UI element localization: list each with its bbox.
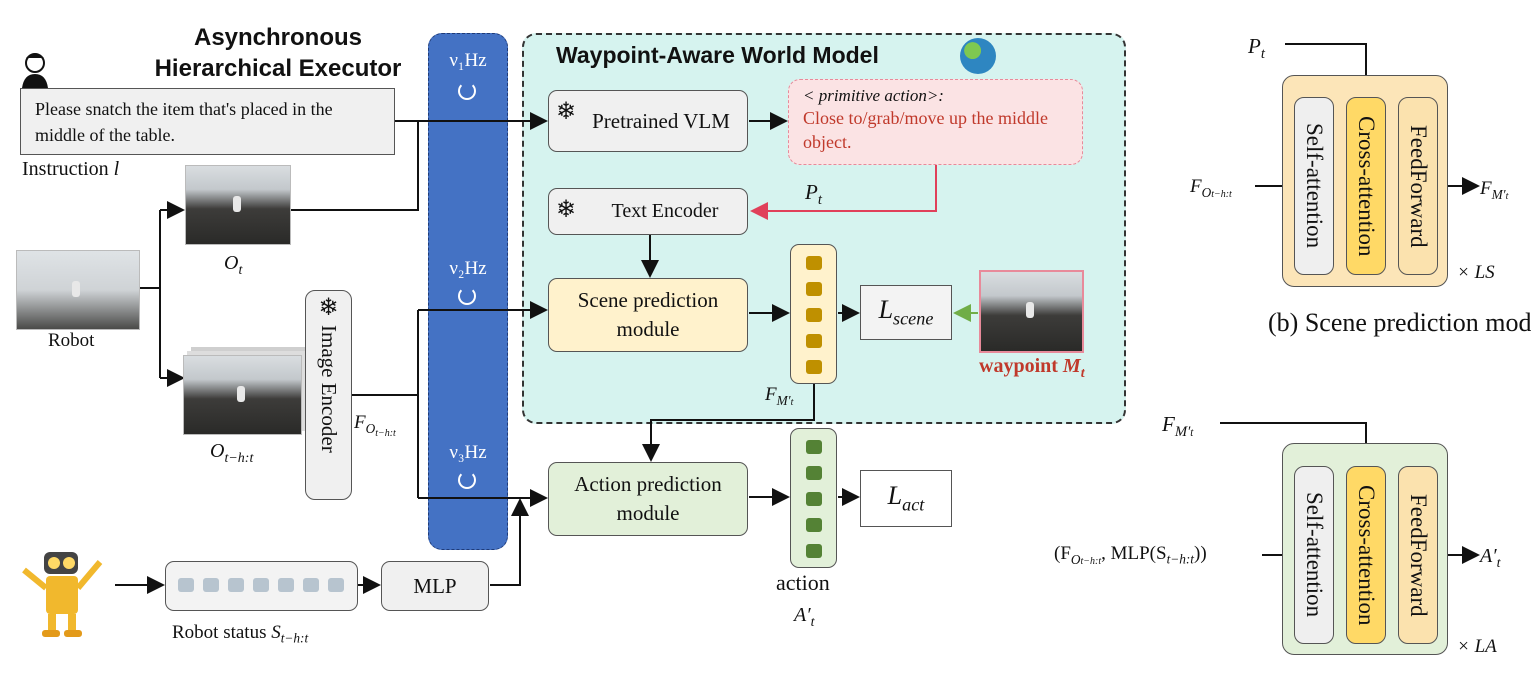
panel-c-self-attention: Self-attention bbox=[1294, 466, 1334, 644]
robot-status-label: Robot status St−h:t bbox=[172, 622, 309, 646]
scene-token bbox=[806, 256, 822, 270]
primitive-action-box: < primitive action>: Close to/grab/move … bbox=[788, 79, 1083, 165]
panel-b-cross-attention: Cross-attention bbox=[1346, 97, 1386, 275]
status-token bbox=[203, 578, 219, 592]
action-token bbox=[806, 466, 822, 480]
snowflake-icon: ❄ bbox=[556, 99, 577, 125]
status-token bbox=[328, 578, 344, 592]
panel-c-repeat: × LA bbox=[1457, 636, 1497, 657]
scene-loss-box: Lscene bbox=[860, 285, 952, 340]
freq-v1-label: ν₁Hz bbox=[449, 50, 487, 71]
waypoint-label: waypoint Mt bbox=[979, 355, 1085, 381]
panel-c-output: A′t bbox=[1480, 545, 1501, 571]
image-encoder-box: ❄ Image Encoder bbox=[305, 290, 352, 500]
scene-token bbox=[806, 334, 822, 348]
world-model-heading: Waypoint-Aware World Model bbox=[556, 42, 879, 68]
vlm-box: Pretrained VLM bbox=[548, 90, 748, 152]
action-prediction-box: Action prediction module bbox=[548, 462, 748, 536]
panel-c-feedforward: FeedForward bbox=[1398, 466, 1438, 644]
panel-b-self-attention: Self-attention bbox=[1294, 97, 1334, 275]
action-loss-box: Lact bbox=[860, 470, 952, 527]
robot-label: Robot bbox=[48, 330, 95, 351]
current-observation-image bbox=[185, 165, 291, 245]
status-token bbox=[278, 578, 294, 592]
primitive-action-text: Close to/grab/move up the middle object. bbox=[803, 108, 1048, 152]
freq-v3-label: ν₃Hz bbox=[449, 442, 487, 463]
panel-b-repeat: × LS bbox=[1457, 262, 1495, 283]
current-observation-label: Ot bbox=[224, 252, 243, 278]
history-observation-images bbox=[183, 355, 302, 435]
panel-b-output: FM′t bbox=[1480, 178, 1509, 202]
loop-icon bbox=[458, 471, 476, 489]
instruction-caption: Instruction l bbox=[22, 158, 120, 180]
scene-token bbox=[806, 282, 822, 296]
snowflake-icon: ❄ bbox=[318, 295, 339, 321]
obs-feature-label: FOt−h:t bbox=[354, 412, 396, 439]
primitive-action-tag: < primitive action>: bbox=[803, 86, 944, 105]
action-token bbox=[806, 544, 822, 558]
waypoint-image bbox=[979, 270, 1084, 353]
panel-b-feedforward: FeedForward bbox=[1398, 97, 1438, 275]
status-token bbox=[228, 578, 244, 592]
freq-v2-label: ν₂Hz bbox=[449, 258, 487, 279]
globe-icon bbox=[960, 38, 996, 74]
loop-icon bbox=[458, 82, 476, 100]
instruction-box: Please snatch the item that's placed in … bbox=[20, 88, 395, 155]
action-word: action bbox=[776, 570, 830, 595]
status-token bbox=[178, 578, 194, 592]
panel-b-left-input: FOt−h:t bbox=[1190, 176, 1232, 200]
action-token bbox=[806, 440, 822, 454]
panel-b-title: (b) Scene prediction module bbox=[1268, 308, 1531, 337]
action-token bbox=[806, 518, 822, 532]
text-encoder-box: Text Encoder bbox=[548, 188, 748, 235]
panel-c-top-input: FM′t bbox=[1162, 412, 1194, 441]
scene-token bbox=[806, 360, 822, 374]
mlp-box: MLP bbox=[381, 561, 489, 611]
person-icon bbox=[22, 53, 48, 88]
panel-c-cross-attention: Cross-attention bbox=[1346, 466, 1386, 644]
scene-feature-label: FM′t bbox=[765, 384, 794, 408]
status-token bbox=[253, 578, 269, 592]
panel-c-left-input: (FOt−h:t, MLP(St−h:t)) bbox=[1054, 543, 1207, 567]
executor-heading: Asynchronous Hierarchical Executor bbox=[154, 24, 402, 82]
robot-mascot-icon bbox=[22, 552, 103, 637]
action-variable: A′t bbox=[794, 604, 815, 630]
history-observation-label: Ot−h:t bbox=[210, 440, 254, 466]
action-token bbox=[806, 492, 822, 506]
scene-token bbox=[806, 308, 822, 322]
snowflake-icon: ❄ bbox=[556, 197, 577, 223]
loop-icon bbox=[458, 287, 476, 305]
pt-label: Pt bbox=[805, 180, 822, 209]
status-token bbox=[303, 578, 319, 592]
scene-prediction-box: Scene prediction module bbox=[548, 278, 748, 352]
robot-image bbox=[16, 250, 140, 330]
panel-b-top-input: Pt bbox=[1248, 34, 1265, 63]
